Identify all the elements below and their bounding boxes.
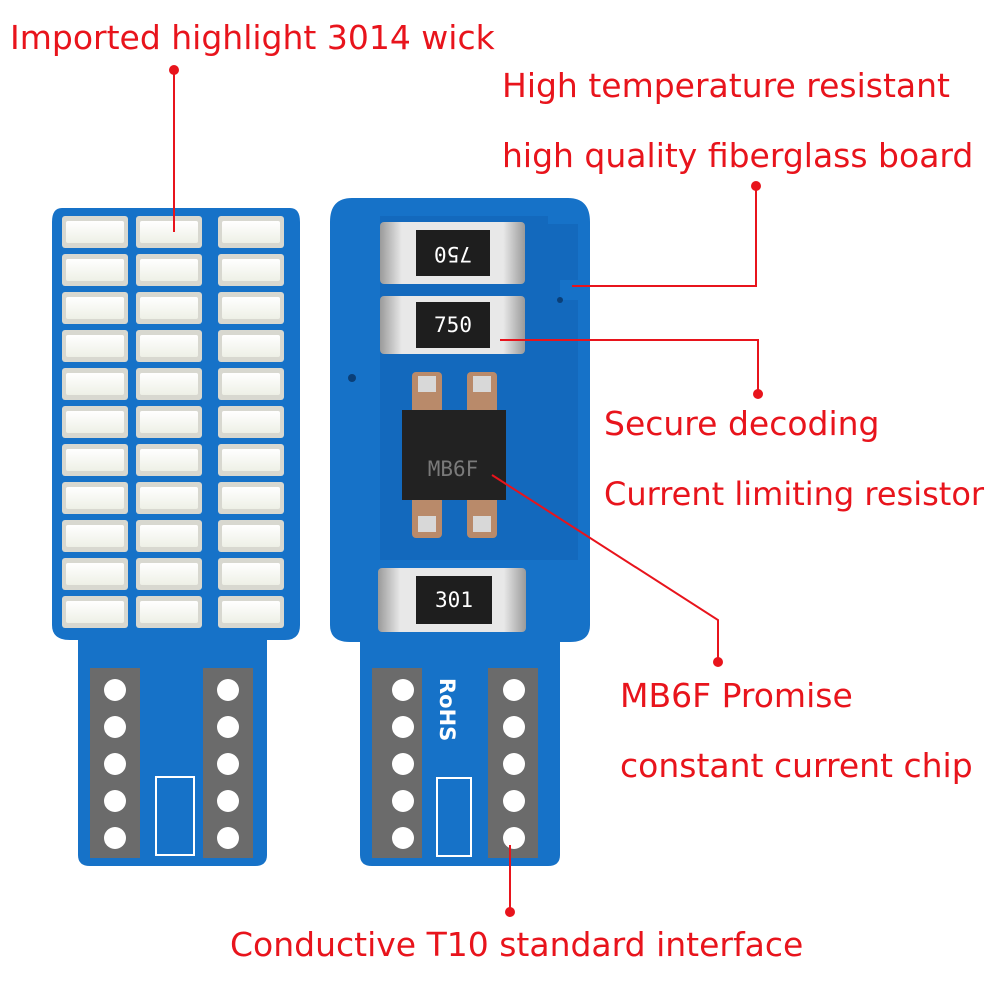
smd-led-lens: [66, 221, 124, 243]
led-board-front: [52, 208, 300, 866]
smd-led-lens: [66, 449, 124, 471]
smd-led-lens: [222, 259, 280, 281]
contact-hole: [392, 790, 414, 812]
contact-hole: [392, 753, 414, 775]
smd-led-lens: [66, 259, 124, 281]
decoding-callout-line2: Current limiting resistor: [604, 475, 985, 513]
smd-led-lens: [66, 373, 124, 395]
contact-hole: [217, 716, 239, 738]
resistor-bottom: 301: [378, 568, 526, 632]
contact-hole: [503, 827, 525, 849]
smd-led-lens: [140, 601, 198, 623]
decoding-callout-line1: Secure decoding: [604, 404, 880, 443]
board-callout-line2: high quality fiberglass board: [502, 136, 974, 175]
smd-led-lens: [222, 411, 280, 433]
chip-marking: MB6F: [428, 457, 479, 481]
contact-hole: [503, 753, 525, 775]
contact-holes-back: [392, 679, 525, 849]
resistor-middle-marking: 750: [434, 313, 472, 337]
contact-hole: [392, 716, 414, 738]
rohs-marking: RoHS: [435, 678, 459, 741]
resistor-top-marking: 750: [434, 242, 472, 266]
smd-led-lens: [222, 221, 280, 243]
smd-led-lens: [140, 335, 198, 357]
contact-hole: [217, 753, 239, 775]
smd-led-lens: [66, 601, 124, 623]
smd-led-lens: [140, 487, 198, 509]
resistor-bottom-marking: 301: [435, 588, 473, 612]
component-board-back: 750 750 MB6F: [330, 198, 590, 866]
smd-led-lens: [222, 487, 280, 509]
contact-hole: [217, 679, 239, 701]
smd-led-lens: [140, 373, 198, 395]
leader-lines: [173, 70, 759, 912]
smd-led-lens: [66, 297, 124, 319]
smd-led-lens: [222, 373, 280, 395]
contact-hole: [217, 827, 239, 849]
smd-led-lens: [140, 221, 198, 243]
smd-led-lens: [140, 563, 198, 585]
smd-led-lens: [140, 525, 198, 547]
smd-led-lens: [66, 525, 124, 547]
interface-callout: Conductive T10 standard interface: [230, 925, 804, 964]
chip-callout-line1: MB6F Promise: [620, 676, 853, 715]
smd-led-lens: [66, 563, 124, 585]
smd-led-lens: [222, 563, 280, 585]
smd-led-lens: [222, 525, 280, 547]
contact-hole: [392, 679, 414, 701]
smd-led-lens: [140, 259, 198, 281]
contact-hole: [104, 679, 126, 701]
contact-hole: [104, 827, 126, 849]
silkscreen-box: [155, 776, 195, 856]
contact-hole: [503, 679, 525, 701]
resistor-middle: 750: [380, 296, 525, 354]
smd-led-lens: [222, 601, 280, 623]
contact-hole: [503, 716, 525, 738]
smd-led-lens: [140, 449, 198, 471]
contact-hole: [392, 827, 414, 849]
smd-led-lens: [140, 297, 198, 319]
leader-dots: [169, 65, 763, 917]
contact-hole: [104, 716, 126, 738]
contact-hole: [104, 790, 126, 812]
resistor-top: 750: [380, 222, 525, 284]
smd-led-lens: [66, 335, 124, 357]
smd-led-lens: [222, 335, 280, 357]
board-callout-line1: High temperature resistant: [502, 66, 950, 105]
silkscreen-box-back: [436, 777, 472, 857]
smd-led-lens: [222, 449, 280, 471]
contact-hole: [104, 753, 126, 775]
contact-hole: [217, 790, 239, 812]
smd-led-lens: [66, 487, 124, 509]
smd-led-lens: [140, 411, 198, 433]
smd-led-lens: [66, 411, 124, 433]
smd-led-lens: [222, 297, 280, 319]
contact-hole: [503, 790, 525, 812]
contact-holes: [104, 679, 239, 849]
chip-callout-line2: constant current chip: [620, 746, 973, 785]
mb6f-chip: MB6F: [402, 372, 506, 538]
led-grid: [62, 216, 284, 628]
wick-callout: Imported highlight 3014 wick: [10, 18, 495, 57]
